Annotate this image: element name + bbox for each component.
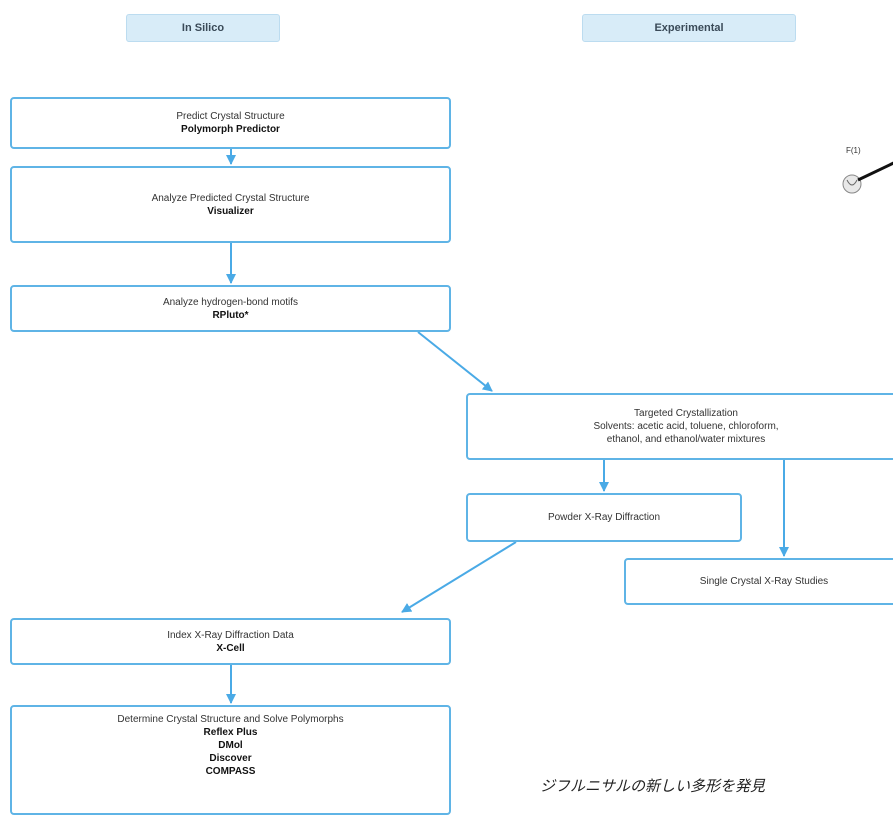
hbond-tool: RPluto* — [212, 309, 249, 321]
box-determine-structure: Determine Crystal Structure and Solve Po… — [10, 705, 451, 815]
arrow-hbond-to-crystallization — [417, 331, 493, 392]
determine-tool-compass: COMPASS — [205, 766, 256, 777]
analyze-predicted-label: Analyze Predicted Crystal Structure — [151, 192, 310, 204]
crystallization-solvents-1: Solvents: acetic acid, toluene, chlorofo… — [593, 421, 779, 432]
index-tool: X-Cell — [216, 642, 245, 654]
determine-tool-discover: Discover — [209, 753, 252, 764]
header-experimental: Experimental — [582, 14, 796, 42]
predict-label: Predict Crystal Structure — [176, 111, 285, 122]
box-hbond-motifs: Analyze hydrogen-bond motifs RPluto* — [10, 285, 451, 332]
box-analyze-predicted: Analyze Predicted Crystal Structure Visu… — [10, 166, 451, 243]
analyze-predicted-tool: Visualizer — [207, 205, 254, 217]
powder-label: Powder X-Ray Diffraction — [547, 512, 661, 523]
box-predict-crystal-structure: Predict Crystal Structure Polymorph Pred… — [10, 97, 451, 149]
box-powder-xray: Powder X-Ray Diffraction — [466, 493, 742, 542]
box-single-crystal: Single Crystal X-Ray Studies — [624, 558, 893, 605]
predict-tool: Polymorph Predictor — [181, 124, 280, 135]
molecule-icon — [842, 161, 893, 194]
determine-label: Determine Crystal Structure and Solve Po… — [117, 714, 344, 725]
determine-tool-reflex: Reflex Plus — [203, 727, 258, 738]
index-label: Index X-Ray Diffraction Data — [167, 629, 294, 641]
crystallization-solvents-2: ethanol, and ethanol/water mixtures — [606, 434, 766, 445]
single-crystal-label: Single Crystal X-Ray Studies — [699, 576, 829, 587]
hbond-label: Analyze hydrogen-bond motifs — [162, 296, 299, 308]
box-targeted-crystallization: Targeted Crystallization Solvents: aceti… — [466, 393, 893, 460]
arrow-powder-to-index — [401, 541, 517, 613]
molecule-fragment — [842, 154, 893, 210]
header-in-silico: In Silico — [126, 14, 280, 42]
crystallization-title: Targeted Crystallization — [634, 408, 738, 419]
box-index-xray: Index X-Ray Diffraction Data X-Cell — [10, 618, 451, 665]
caption: ジフルニサルの新しい多形を発見 — [540, 777, 766, 795]
molecule-label: F(1) — [846, 146, 861, 155]
determine-tool-dmol: DMol — [218, 740, 243, 751]
